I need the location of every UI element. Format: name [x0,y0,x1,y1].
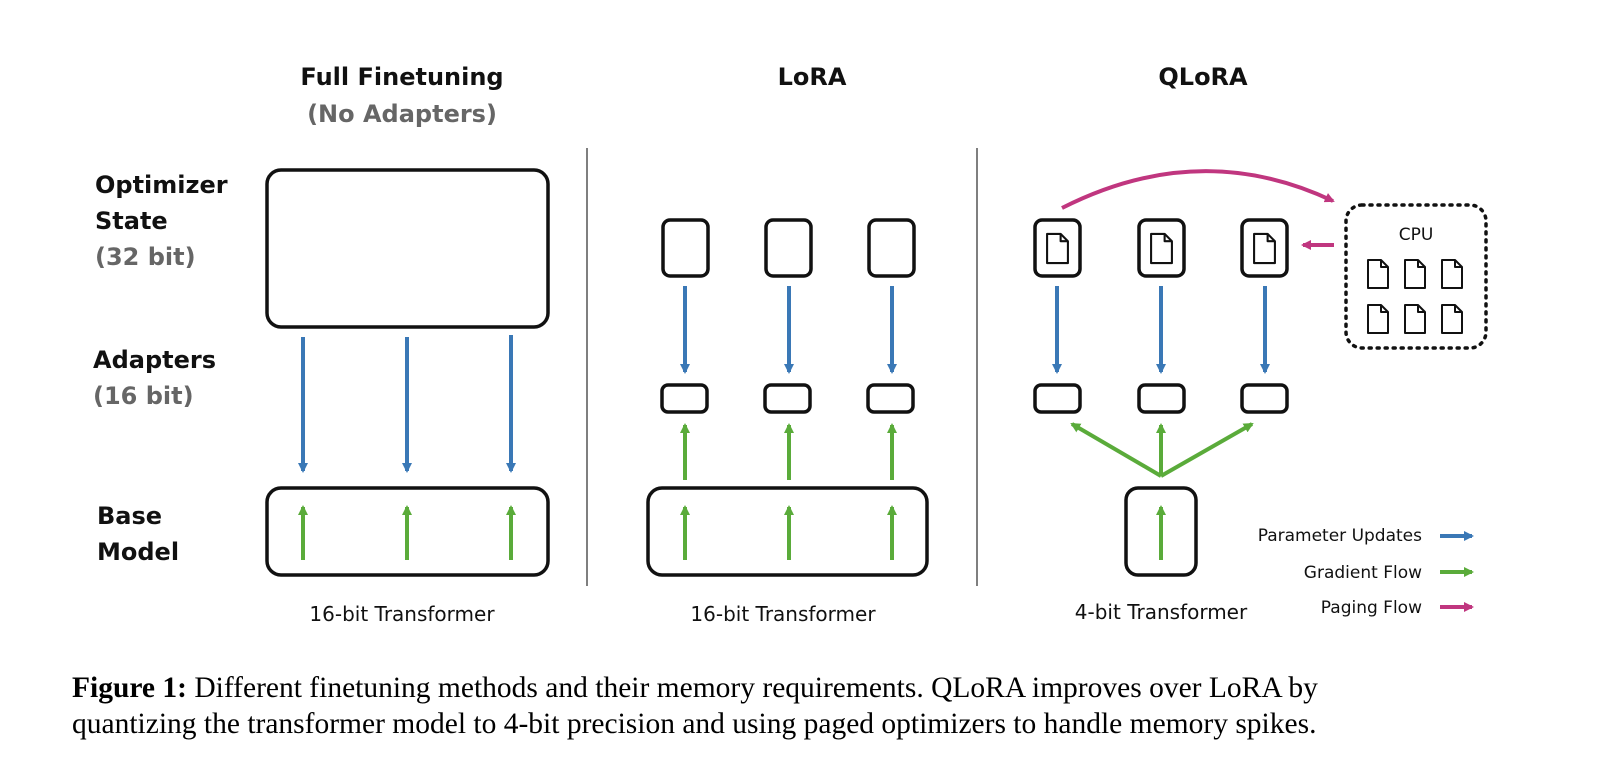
row-label-optimizer-bits: (32 bit) [95,243,196,271]
caption-line-2: quantizing the transformer model to 4-bi… [72,708,1317,740]
optimizer-state-boxes [661,218,916,278]
legend-label-paging-flow: Paging Flow [1321,598,1422,618]
legend-label-parameter-updates: Parameter Updates [1258,526,1422,546]
column-footer-qlora: 4-bit Transformer [1075,600,1248,624]
gradient-flow-arrows [1070,422,1254,560]
legend: Parameter Updates Gradient Flow Paging F… [1258,526,1474,618]
gradient-flow-arrows [298,505,516,560]
column-footer-lora: 16-bit Transformer [690,602,876,626]
cpu-box [1344,203,1488,350]
row-label-base: Base [97,502,162,530]
adapter-boxes [660,383,915,414]
page-doc-icon [1045,232,1070,265]
optimizer-state-box [867,218,916,278]
page-doc-icon [1404,259,1426,289]
page-doc-icon [1404,304,1426,334]
adapter-box [660,383,709,414]
base-model-box [1124,486,1198,577]
legend-label-gradient-flow: Gradient Flow [1304,563,1422,583]
qlora-figure: Full Finetuning (No Adapters) LoRA QLoRA… [93,63,1488,626]
base-model-box [265,486,550,577]
adapter-box [1137,383,1186,414]
column-subtitle-full-finetuning: (No Adapters) [307,100,497,128]
adapter-box [763,383,812,414]
optimizer-state-box [265,168,550,329]
row-label-model: Model [97,538,179,566]
caption-line-1: Figure 1: Different finetuning methods a… [72,670,1522,706]
page-doc-icon [1367,304,1389,334]
adapter-box [1033,383,1082,414]
row-label-adapters: Adapters [93,346,216,374]
parameter-update-arrows [680,286,897,374]
figure-caption: Figure 1: Different finetuning methods a… [72,670,1522,742]
caption-text-1: Different finetuning methods and their m… [194,672,1318,704]
row-label-optimizer: Optimizer [95,171,228,199]
gradient-flow-arrow [1160,422,1254,478]
parameter-update-arrows [298,335,516,473]
column-title-lora: LoRA [778,63,847,91]
page-doc-icon [1252,232,1277,265]
column-title-full-finetuning: Full Finetuning [300,63,503,91]
base-model-box [646,486,929,577]
column-footer-full-finetuning: 16-bit Transformer [309,602,495,626]
parameter-update-arrows [1052,286,1270,374]
page-doc-icon [1441,304,1463,334]
page-doc-icon [1149,232,1174,265]
page-doc-icon [1441,259,1463,289]
page-doc-icon [1367,259,1389,289]
optimizer-state-box [764,218,813,278]
row-label-optimizer-state: State [95,207,168,235]
adapter-boxes [1033,383,1289,414]
cpu-label: CPU [1399,225,1434,245]
row-label-adapters-bits: (16 bit) [93,382,194,410]
adapter-box [866,383,915,414]
optimizer-state-box [661,218,710,278]
paging-flow-arrow [1061,169,1335,210]
column-title-qlora: QLoRA [1158,63,1248,91]
optimizer-state-box [1033,218,1082,278]
adapter-box [1240,383,1289,414]
caption-label: Figure 1: [72,672,187,704]
optimizer-state-box [1137,218,1186,278]
gradient-flow-arrows [680,423,897,560]
paged-optimizer-state-boxes [1033,218,1289,278]
optimizer-state-box [1240,218,1289,278]
gradient-flow-arrow [1070,422,1163,478]
